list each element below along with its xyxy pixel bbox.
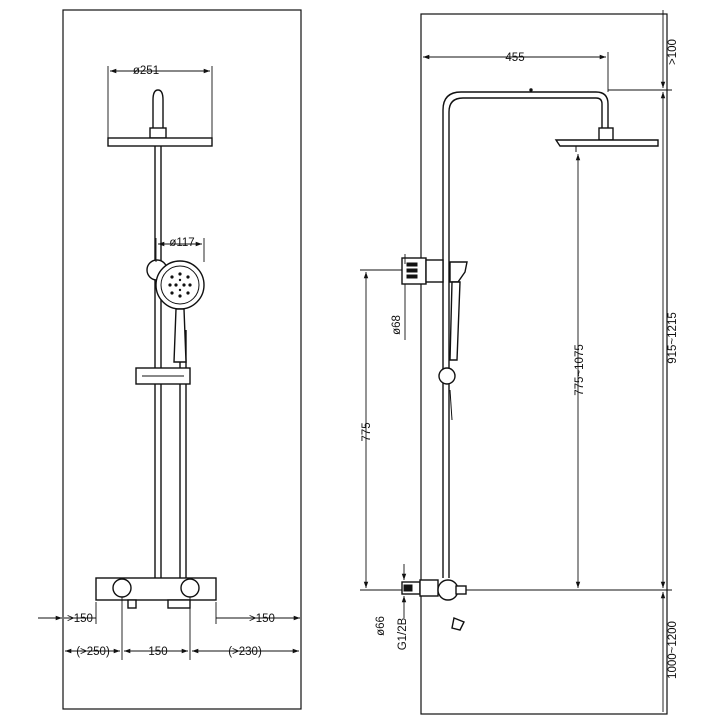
hand-shower-holder — [401, 257, 468, 285]
rail-height-dimension: 915~1215 — [466, 92, 679, 591]
floor-height-label: 1000~1200 — [667, 621, 679, 679]
hand-shower-side — [438, 281, 461, 421]
floor-height-dimension: 1000~1200 — [660, 592, 679, 712]
riser-arm — [442, 88, 609, 578]
side-view-frame — [420, 13, 668, 715]
right-clearance-label: (>230) — [228, 646, 262, 658]
front-view: ø251 ø117 — [38, 9, 302, 710]
arm-projection-label: 455 — [505, 52, 524, 64]
arm-projection-dimension: 455 — [420, 52, 609, 92]
inlet-thread-label: G1/2B — [397, 617, 409, 650]
front-view-frame — [62, 9, 302, 710]
top-clearance-dimension: >100 — [608, 10, 679, 91]
clearance-dimensions: (>250) 150 (>230) — [65, 597, 299, 660]
holder-height-dimension: 775 — [360, 269, 402, 591]
left-clearance-label: (>250) — [76, 646, 110, 658]
mixer-diameter-label: ø66 — [375, 616, 387, 636]
thermostatic-mixer — [95, 577, 217, 609]
side-view: 455 >100 915~1215 1000~1200 775~1075 775 — [360, 10, 679, 715]
mixer-diameter-dimension: ø66 G1/2B — [375, 564, 409, 650]
right-offset-label: >150 — [249, 613, 275, 625]
holder-diameter-dimension: ø68 — [391, 254, 406, 340]
inlet-offset-dimensions: >150 >150 — [38, 602, 300, 625]
holder-height-label: 775 — [361, 422, 373, 441]
overhead-diameter-dimension: ø251 — [107, 65, 213, 138]
mixer-side — [401, 579, 467, 631]
overhead-shower-head — [107, 89, 213, 147]
hand-shower-diameter-label: ø117 — [169, 237, 194, 249]
top-clearance-label: >100 — [667, 39, 679, 65]
spray-nozzles — [168, 272, 192, 298]
hand-shower-diameter-dimension: ø117 — [155, 237, 205, 262]
rail-height-label: 915~1215 — [667, 312, 679, 364]
overhead-shower-head-side — [554, 127, 659, 152]
head-height-dimension: 775~1075 — [574, 154, 586, 588]
head-height-label: 775~1075 — [574, 344, 586, 396]
holder-diameter-label: ø68 — [391, 315, 403, 335]
left-offset-label: >150 — [67, 613, 93, 625]
inlet-spacing-label: 150 — [148, 646, 167, 658]
overhead-diameter-label: ø251 — [133, 65, 159, 77]
hand-shower — [146, 259, 205, 363]
